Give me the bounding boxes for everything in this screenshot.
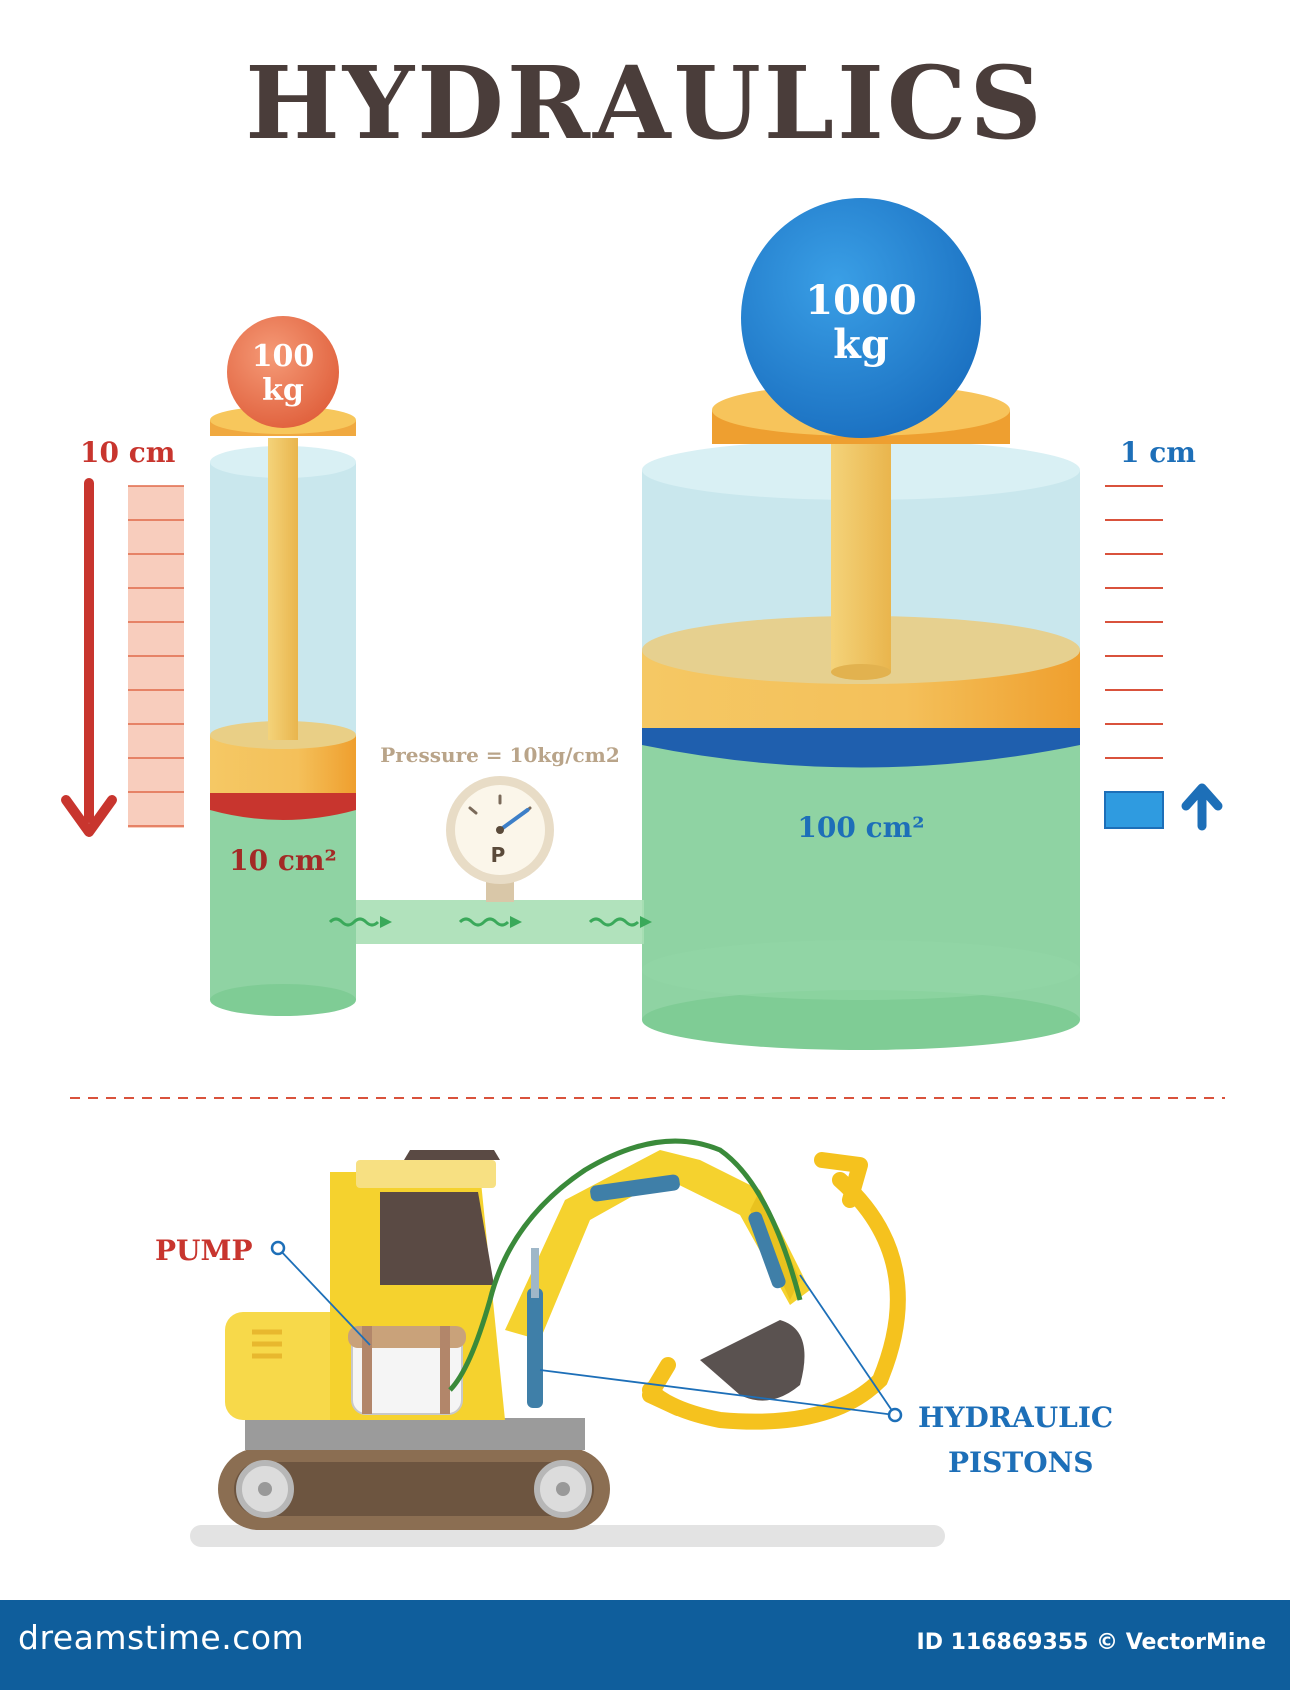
diagram-canvas: HYDRAULICS 100 kg 10 cm² 10 cm xyxy=(61,44,1225,1547)
footer-credit: ID 116869355 © VectorMine xyxy=(916,1630,1266,1655)
left-piston-rod xyxy=(268,438,298,740)
left-weight-ball xyxy=(227,316,339,428)
excavator xyxy=(190,1138,945,1547)
gauge-letter: P xyxy=(491,843,506,867)
pistons-label-line2: PISTONS xyxy=(948,1446,1093,1479)
right-area-label: 100 cm² xyxy=(797,811,924,844)
left-cylinder: 100 kg 10 cm² xyxy=(210,316,356,1016)
right-weight-unit: kg xyxy=(833,321,889,368)
left-stroke-label: 10 cm xyxy=(80,436,175,469)
bucket-piston xyxy=(748,1211,786,1289)
right-weight-ball xyxy=(741,198,981,438)
right-stroke-ruler: 1 cm xyxy=(1104,436,1223,831)
pump-label: PUMP xyxy=(155,1234,253,1267)
page-title: HYDRAULICS xyxy=(245,44,1044,162)
arm-piston xyxy=(590,1174,680,1202)
left-weight-unit: kg xyxy=(262,373,304,408)
left-area-label: 10 cm² xyxy=(229,844,337,877)
right-cylinder: 1000 kg 100 cm² xyxy=(642,198,1080,1050)
footer-bar: dreamstime.com ID 116869355 © VectorMine xyxy=(0,1600,1290,1690)
pressure-label: Pressure = 10kg/cm2 xyxy=(380,743,620,767)
connecting-pipe xyxy=(328,900,652,944)
right-weight-number: 1000 xyxy=(805,277,916,324)
footer-site[interactable]: dreamstime.com xyxy=(18,1618,305,1657)
left-weight-number: 100 xyxy=(252,339,315,374)
excavator-bucket xyxy=(700,1320,805,1401)
pressure-gauge: Pressure = 10kg/cm2 P xyxy=(380,743,620,902)
right-stroke-label: 1 cm xyxy=(1120,436,1196,469)
pistons-label-line1: HYDRAULIC xyxy=(918,1401,1113,1434)
gauge-needle xyxy=(498,808,530,832)
right-piston-rod xyxy=(831,440,891,672)
left-stroke-ruler: 10 cm xyxy=(61,436,184,837)
boom-piston xyxy=(527,1288,543,1408)
